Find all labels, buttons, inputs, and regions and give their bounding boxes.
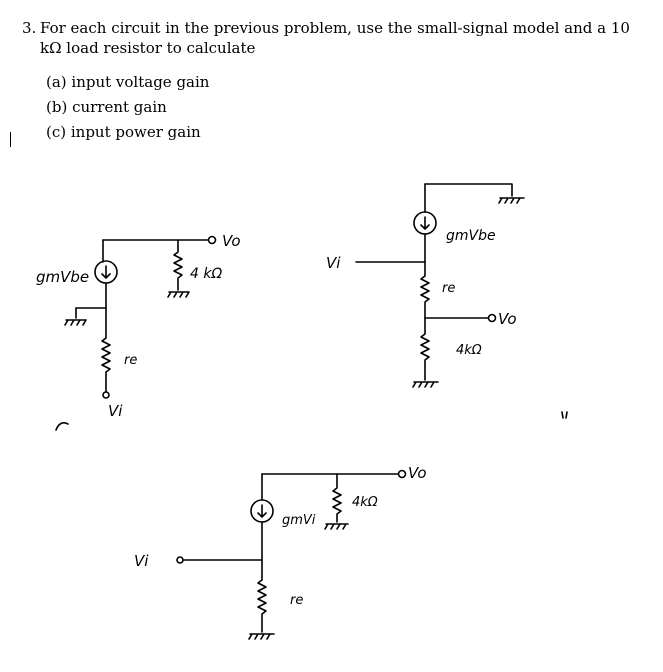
problem-text: For each circuit in the previous problem… bbox=[40, 19, 630, 57]
circuit-1-load-resistor-icon bbox=[173, 239, 183, 291]
circuit-2-stray-mark bbox=[561, 411, 568, 419]
circuit-2-load-label: 4kΩ bbox=[456, 343, 482, 358]
circuit-1-input-terminal bbox=[102, 391, 110, 399]
circuit-3-source-label: gmVi bbox=[282, 513, 316, 528]
circuit-3-ground-mid-icon bbox=[324, 523, 349, 530]
circuit-1-bottom-wire bbox=[75, 282, 107, 309]
circuit-2-re-resistor-icon bbox=[420, 261, 430, 319]
circuit-2-output-label: Vo bbox=[498, 310, 517, 328]
circuit-2-source-label: gmVbe bbox=[446, 228, 496, 244]
circuit-1-re-label: re bbox=[124, 353, 137, 368]
problem-number: 3. bbox=[22, 19, 37, 37]
circuit-3-ground-bottom-icon bbox=[248, 633, 275, 640]
circuit-1-source-label: gmVbe bbox=[36, 268, 89, 286]
circuit-1-re-resistor-icon bbox=[101, 307, 111, 393]
circuit-2-top-wire bbox=[424, 183, 513, 197]
circuit-2-load-resistor-icon bbox=[420, 317, 430, 381]
circuit-3-re-resistor-icon bbox=[257, 559, 267, 633]
circuit-3-output-label: Vo bbox=[408, 464, 427, 482]
circuit-1-arrow-icon bbox=[101, 265, 111, 279]
circuit-3-input-terminal bbox=[176, 556, 184, 564]
circuit-1-output-terminal bbox=[207, 235, 217, 245]
problem-parts: (a) input voltage gain (b) current gain … bbox=[46, 70, 209, 145]
margin-mark bbox=[10, 132, 11, 147]
circuit-1-input-label: Vi bbox=[108, 402, 123, 420]
problem-statement: 3. For each circuit in the previous prob… bbox=[22, 18, 642, 58]
circuit-3-input-label: Vi bbox=[134, 552, 149, 570]
circuit-1-ground-left-icon bbox=[64, 307, 87, 326]
circuit-3-arrow-icon bbox=[257, 504, 267, 518]
circuit-2-ground-top-icon bbox=[498, 197, 525, 204]
circuit-2-arrow-icon bbox=[420, 216, 430, 230]
circuit-3-output-terminal bbox=[397, 469, 407, 479]
circuit-1-output-label: Vo bbox=[222, 232, 241, 250]
circuit-1-ground-mid-icon bbox=[167, 291, 190, 298]
circuit-2-output-terminal bbox=[487, 313, 497, 323]
circuit-1-stray-mark bbox=[55, 422, 69, 431]
circuit-3-load-label: 4kΩ bbox=[352, 495, 378, 510]
circuit-3: Vo 4kΩ gmVi Vi re bbox=[134, 464, 427, 640]
circuit-2: Vi gmVbe re Vo 4kΩ bbox=[326, 183, 568, 419]
circuit-2-re-label: re bbox=[442, 281, 455, 296]
circuit-2-input-label: Vi bbox=[326, 254, 341, 272]
circuit-3-load-resistor-icon bbox=[332, 473, 342, 523]
circuit-3-re-label: re bbox=[290, 593, 303, 608]
part-c: (c) input power gain bbox=[46, 123, 201, 141]
part-a: (a) input voltage gain bbox=[46, 73, 210, 91]
circuit-1: gmVbe Vo 4 kΩ re Vi bbox=[36, 232, 241, 431]
part-b: (b) current gain bbox=[46, 98, 167, 116]
circuit-2-ground-bottom-icon bbox=[412, 381, 439, 388]
circuit-1-load-label: 4 kΩ bbox=[190, 266, 222, 282]
